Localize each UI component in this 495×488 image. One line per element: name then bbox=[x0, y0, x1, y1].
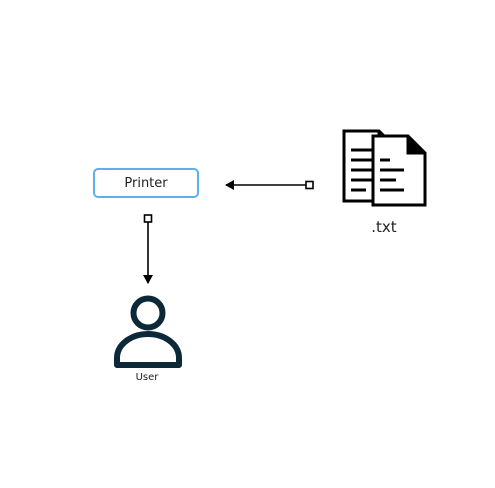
edge-txt-to-printer[interactable] bbox=[225, 180, 314, 190]
edge-source-handle[interactable] bbox=[305, 180, 314, 190]
user-icon[interactable] bbox=[114, 295, 182, 368]
edge-printer-to-user[interactable] bbox=[143, 214, 153, 284]
document-files-icon[interactable] bbox=[342, 129, 427, 207]
user-node-label: User bbox=[135, 372, 159, 383]
edge-source-handle[interactable] bbox=[143, 214, 153, 223]
printer-node[interactable]: Printer bbox=[93, 168, 199, 198]
txt-node-label: .txt bbox=[371, 218, 397, 236]
printer-node-label: Printer bbox=[124, 175, 168, 191]
